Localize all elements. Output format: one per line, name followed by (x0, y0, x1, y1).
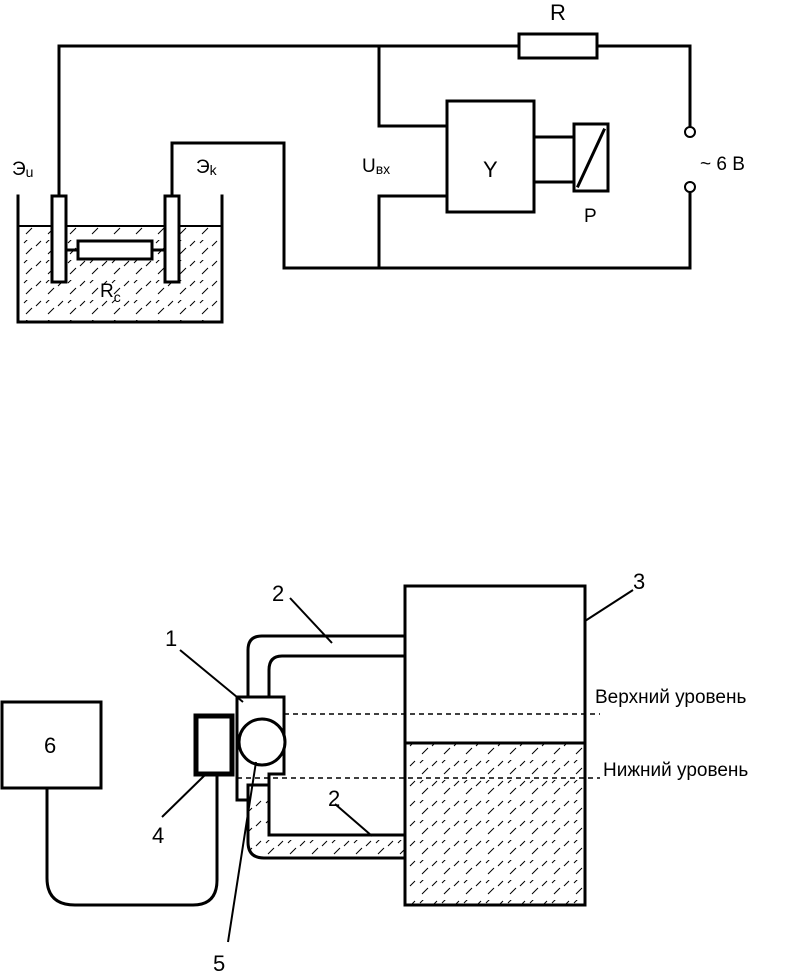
electrode-left-label: Эu (12, 159, 33, 180)
level-system-diagram: 1 2 2 3 4 5 6 Верхний уровень Нижний уро… (2, 569, 748, 974)
callout-2-upper: 2 (272, 581, 284, 606)
callout-3: 3 (633, 569, 645, 594)
resistor (519, 34, 597, 58)
callout-1: 1 (165, 626, 177, 651)
upper-level-label: Верхний уровень (595, 687, 746, 708)
resistor-label: R (550, 0, 566, 25)
supply-label: ~ 6 В (700, 154, 745, 175)
callout-2-lower: 2 (328, 786, 340, 811)
upper-pipe (248, 636, 405, 697)
input-voltage-label: Uвх (362, 156, 390, 177)
relay-label: P (584, 206, 597, 227)
sensor-block (196, 716, 232, 774)
medium-resistance (66, 241, 165, 259)
supply-terminal-bottom (685, 182, 695, 192)
electrode-right-label: Эk (196, 157, 218, 178)
lower-level-label: Нижний уровень (603, 760, 748, 781)
supply-terminal-top (685, 127, 695, 137)
electrode-left (52, 196, 66, 282)
electrode-right (165, 196, 179, 282)
tank (405, 586, 585, 905)
circuit-diagram: R Эu Эk Rc Uвх Y P ~ 6 В (12, 0, 745, 322)
relay (574, 124, 608, 191)
callout-4: 4 (152, 823, 164, 848)
amplifier-label: Y (483, 157, 498, 182)
callout-6: 6 (44, 733, 56, 758)
float (239, 719, 285, 765)
signal-cable (47, 774, 217, 905)
callout-5: 5 (213, 951, 225, 974)
lower-pipe (248, 785, 405, 858)
